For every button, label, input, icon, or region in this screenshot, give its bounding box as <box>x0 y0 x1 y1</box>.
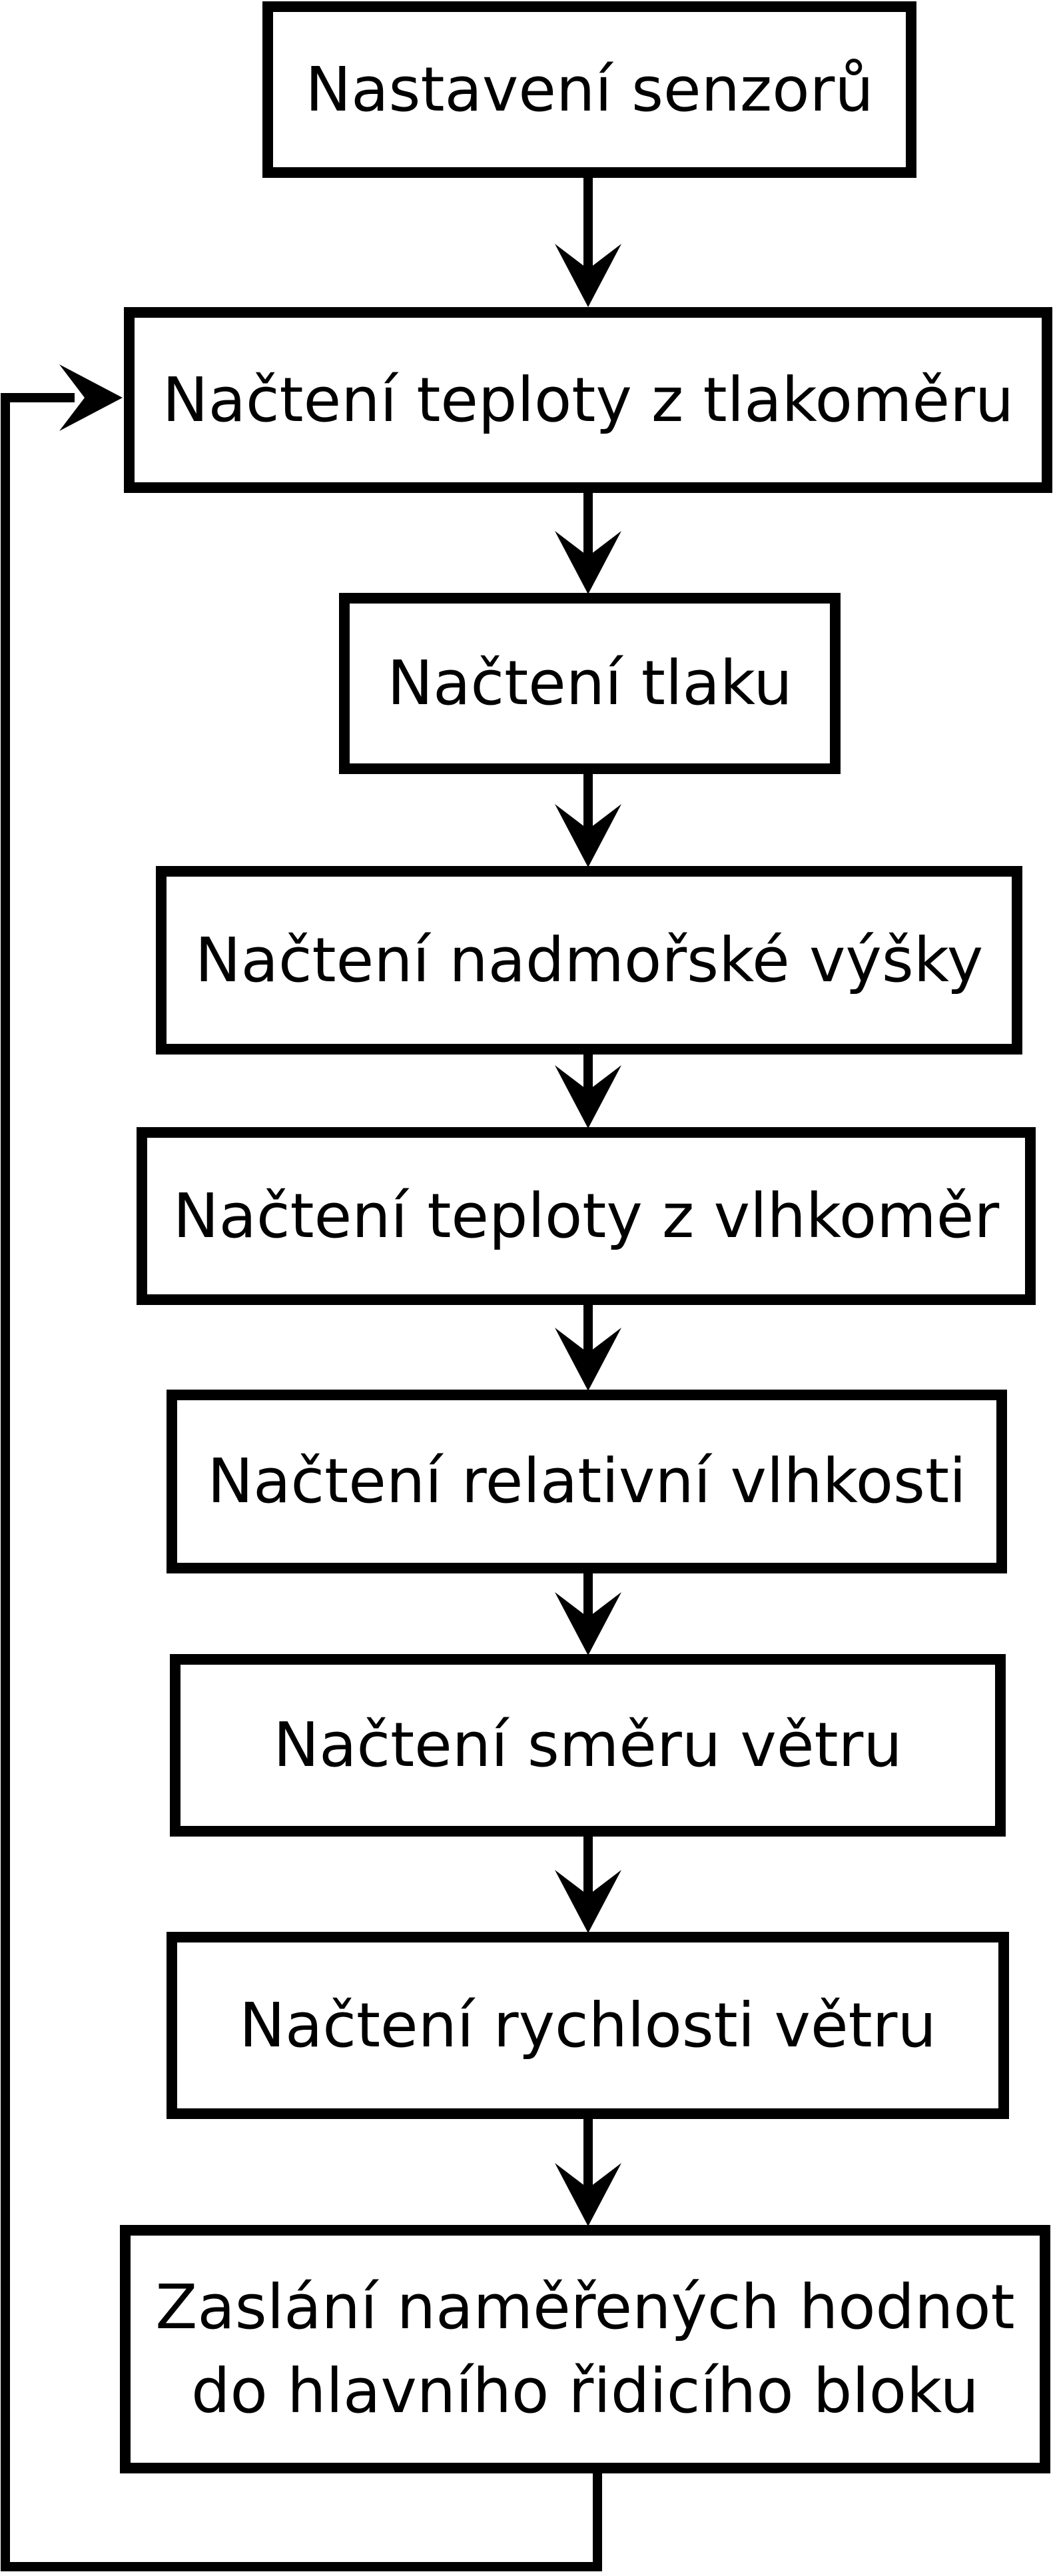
edge-arrow-5-6 <box>555 1300 621 1391</box>
node-label-line-2: do hlavního řidicího bloku <box>191 2355 979 2427</box>
arrowhead-down-icon <box>555 244 621 307</box>
node-label: Načtení rychlosti větru <box>239 1989 936 2061</box>
edge-arrow-2-3 <box>555 484 621 594</box>
arrowhead-right-icon <box>59 364 123 431</box>
edge-arrow-1-2 <box>555 172 621 307</box>
edge-arrow-7-8 <box>555 1832 621 1933</box>
node-read-altitude: Načtení nadmořské výšky <box>156 866 1022 1055</box>
arrowhead-down-icon <box>555 1328 621 1391</box>
arrowhead-down-icon <box>555 2163 621 2226</box>
edge-arrow-6-7 <box>555 1569 621 1655</box>
edge-arrow-3-4 <box>555 769 621 867</box>
edge-loop-back-9-2 <box>1 364 602 2571</box>
edge-arrow-8-9 <box>555 2114 621 2226</box>
arrowhead-down-icon <box>555 531 621 594</box>
node-send-values: Zaslání naměřených hodnot do hlavního ři… <box>120 2225 1050 2473</box>
node-label: Nastavení senzorů <box>305 53 874 125</box>
arrowhead-down-icon <box>555 1065 621 1128</box>
node-label: Načtení relativní vlhkosti <box>207 1446 966 1517</box>
node-read-pressure: Načtení tlaku <box>339 593 841 774</box>
node-read-wind-direction: Načtení směru větru <box>170 1654 1006 1837</box>
node-read-temp-barometer: Načtení teploty z tlakoměru <box>124 307 1052 493</box>
node-label: Načtení směru větru <box>273 1709 902 1781</box>
node-setup-sensors: Nastavení senzorů <box>262 1 916 178</box>
node-read-rel-humidity: Načtení relativní vlhkosti <box>167 1390 1007 1573</box>
arrowhead-down-icon <box>555 1870 621 1933</box>
arrowhead-down-icon <box>555 1592 621 1655</box>
arrowhead-down-icon <box>555 804 621 867</box>
node-label: Načtení tlaku <box>387 647 793 719</box>
node-label: Načtení teploty z vlhkoměr <box>173 1180 1000 1252</box>
node-label: Načtení nadmořské výšky <box>194 924 984 996</box>
node-label-line-1: Zaslání naměřených hodnot <box>155 2272 1015 2344</box>
edge-arrow-4-5 <box>555 1050 621 1128</box>
node-read-temp-hygrometer: Načtení teploty z vlhkoměr <box>137 1127 1036 1305</box>
node-label: Načtení teploty z tlakoměru <box>162 364 1014 436</box>
node-read-wind-speed: Načtení rychlosti větru <box>167 1932 1009 2119</box>
